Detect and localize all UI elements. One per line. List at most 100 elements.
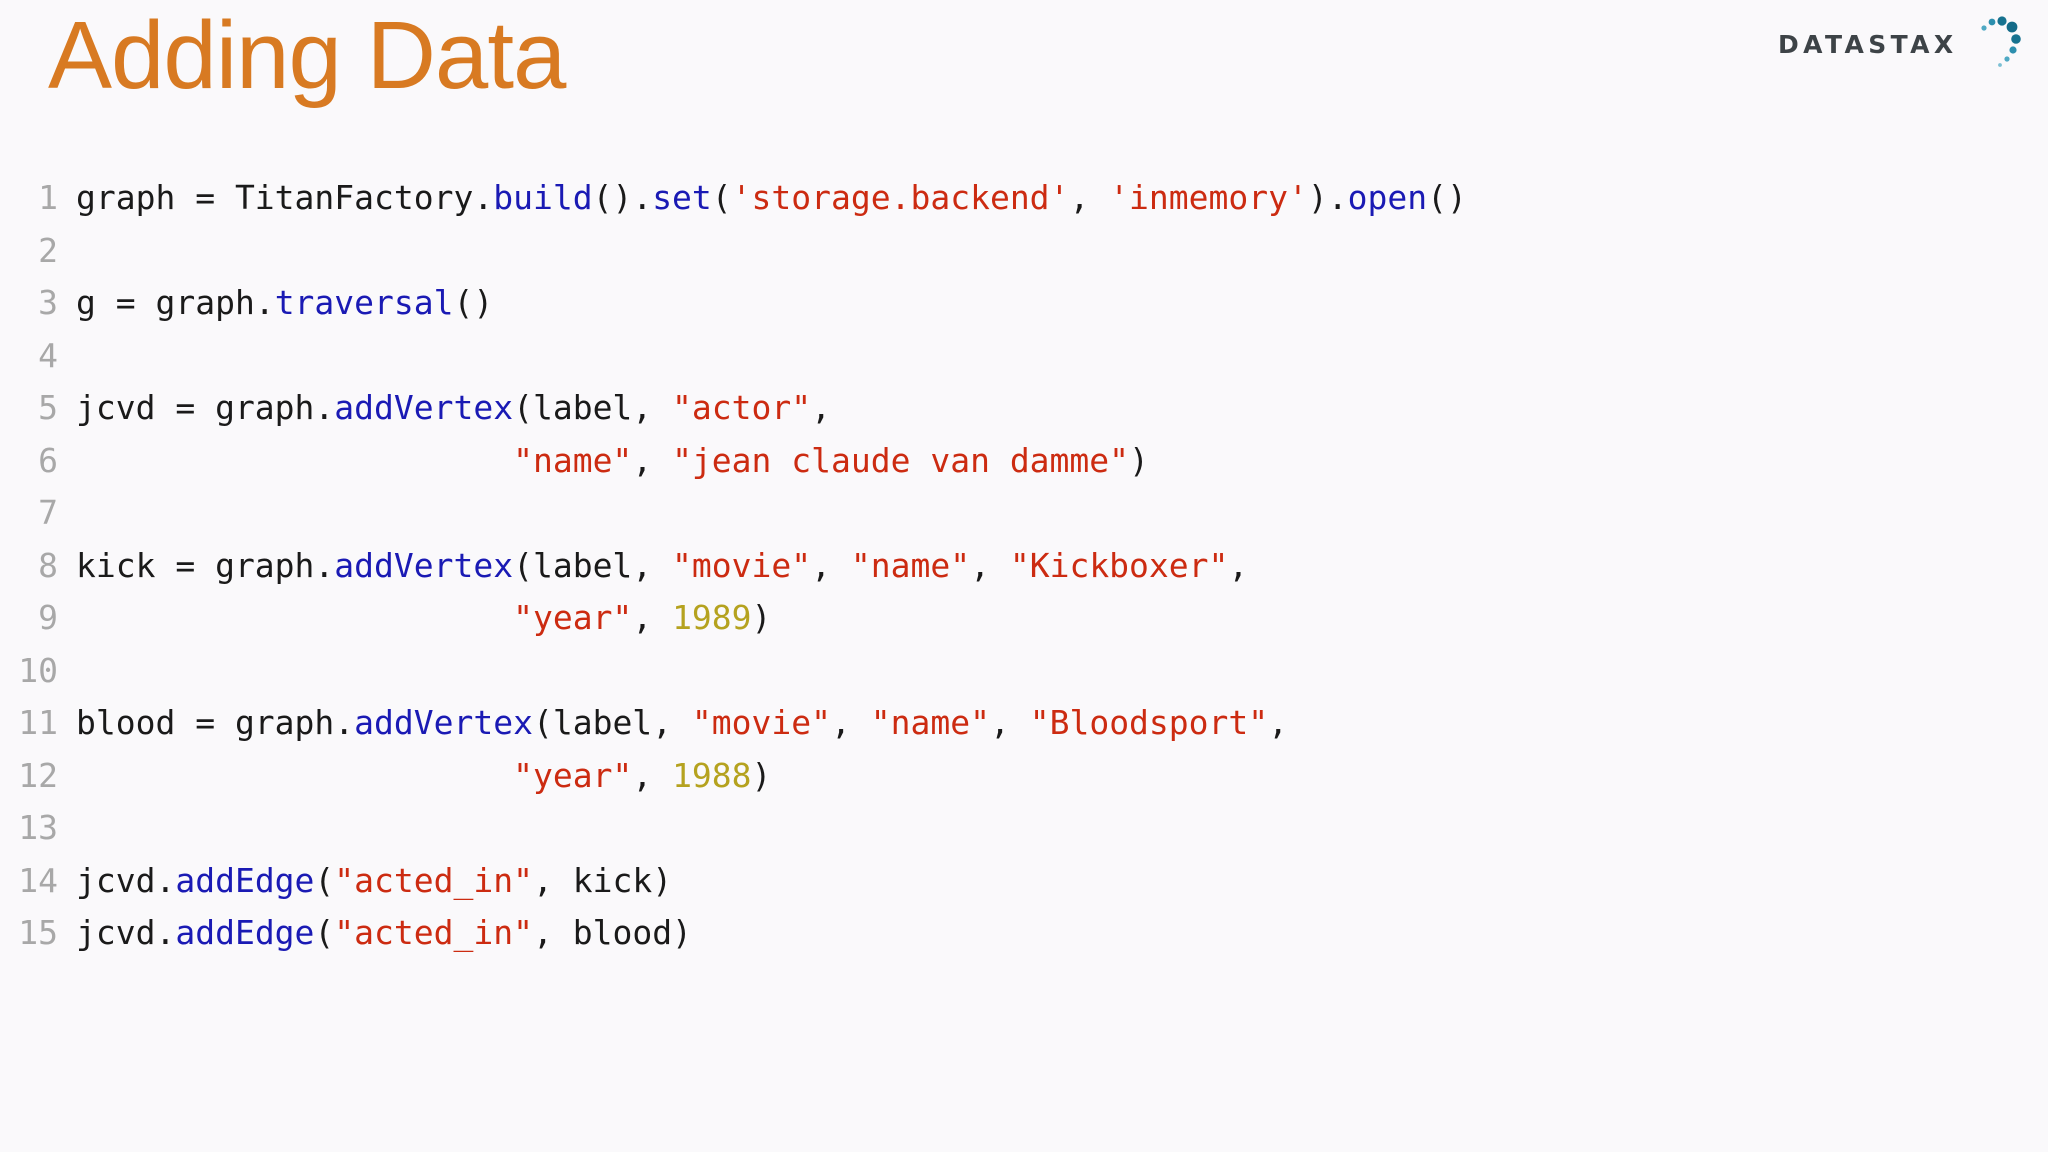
line-number: 9	[38, 598, 58, 637]
code-line-content: g = graph.traversal()	[58, 277, 2048, 330]
code-line: 6 "name", "jean claude van damme")	[0, 435, 2048, 488]
code-token-plain: )	[1129, 440, 1149, 480]
page-title: Adding Data	[48, 2, 566, 109]
code-token-plain: (	[314, 860, 335, 900]
line-number: 7	[38, 493, 58, 532]
line-number: 2	[38, 230, 58, 270]
code-line: 9 "year", 1989)	[0, 592, 2048, 645]
code-line-content: kick = graph.addVertex(label, "movie", "…	[58, 540, 2048, 593]
code-token-plain: , kick)	[532, 860, 673, 900]
code-token-string: "name"	[850, 545, 971, 585]
code-line-content: jcvd = graph.addVertex(label, "actor",	[58, 382, 2048, 435]
code-token-method: addVertex	[334, 545, 514, 585]
code-line: 10	[0, 645, 2048, 698]
line-number: 11	[18, 703, 58, 742]
code-token-plain: ()	[1427, 178, 1467, 217]
datastax-dots-icon	[1981, 16, 2021, 67]
code-token-string: "actor"	[672, 388, 812, 427]
code-line-content: jcvd.addEdge("acted_in", kick)	[58, 855, 2048, 908]
line-number: 6	[38, 440, 58, 480]
code-token-plain: jcvd.	[76, 913, 176, 952]
code-token-plain: ,	[632, 440, 673, 480]
code-token-string: 'inmemory'	[1109, 178, 1308, 217]
code-token-number: 1989	[672, 598, 752, 637]
code-token-method: addVertex	[354, 703, 533, 742]
code-token-string: "movie"	[691, 703, 831, 742]
code-token-plain: ,	[632, 598, 673, 637]
code-token-plain: ,	[989, 703, 1030, 742]
code-token-plain	[76, 598, 513, 637]
line-number: 5	[38, 388, 58, 427]
datastax-logo: DATASTAX	[1778, 14, 2022, 70]
code-token-plain: blood = graph.	[76, 703, 355, 742]
code-token-string: "acted_in"	[334, 913, 533, 952]
code-token-plain: ,	[632, 755, 673, 795]
line-number: 12	[18, 755, 58, 795]
code-token-plain	[76, 441, 513, 480]
code-token-plain: (	[314, 913, 335, 952]
code-token-string: "Bloodsport"	[1029, 703, 1269, 742]
code-token-string: "acted_in"	[334, 860, 533, 900]
code-token-method: set	[652, 178, 712, 217]
line-number: 15	[18, 913, 58, 952]
code-token-plain: g = graph.	[76, 283, 275, 322]
code-token-method: open	[1347, 178, 1428, 217]
code-token-plain: kick = graph.	[76, 545, 335, 585]
code-token-plain: graph = TitanFactory.	[76, 178, 494, 217]
code-token-plain	[76, 756, 513, 795]
code-line: 2	[0, 225, 2048, 278]
code-token-string: "name"	[513, 440, 633, 480]
code-line: 12 "year", 1988)	[0, 750, 2048, 803]
line-number: 14	[18, 860, 58, 900]
code-line-content: "year", 1989)	[58, 592, 2048, 645]
datastax-wordmark: DATASTAX	[1778, 30, 1958, 59]
code-token-plain: (	[711, 178, 732, 217]
line-number: 1	[38, 178, 58, 217]
code-line: 7	[0, 487, 2048, 540]
code-token-plain: (label,	[513, 388, 673, 427]
code-token-plain: jcvd = graph.	[76, 388, 335, 427]
code-token-plain: ,	[811, 388, 831, 427]
code-line-content: graph = TitanFactory.build().set('storag…	[58, 172, 2048, 225]
code-token-method: addVertex	[334, 388, 514, 427]
slide-header: Adding Data DATASTAX	[0, 0, 2048, 140]
code-token-plain: ,	[1069, 178, 1110, 217]
code-token-string: "jean claude van damme"	[672, 440, 1130, 480]
code-line-content: "year", 1988)	[58, 750, 2048, 803]
line-number: 3	[38, 283, 58, 322]
code-token-plain: ()	[453, 283, 494, 322]
code-token-plain: , blood)	[532, 913, 692, 952]
line-number: 13	[18, 808, 58, 847]
code-token-string: "movie"	[672, 545, 812, 585]
code-token-string: "year"	[513, 755, 633, 795]
code-line-content: blood = graph.addVertex(label, "movie", …	[58, 697, 2048, 750]
code-token-plain: ,	[1228, 545, 1249, 585]
line-number: 10	[18, 650, 58, 690]
line-number: 4	[38, 335, 58, 375]
code-token-string: 'storage.backend'	[731, 178, 1070, 217]
code-token-plain: ).	[1307, 178, 1348, 217]
code-token-plain: (label,	[532, 703, 692, 742]
code-token-number: 1988	[672, 755, 752, 795]
code-line: 4	[0, 330, 2048, 383]
code-token-plain: ().	[592, 178, 653, 217]
code-token-method: addEdge	[175, 860, 315, 900]
code-token-plain: (label,	[513, 545, 673, 585]
code-token-method: build	[493, 178, 593, 217]
code-token-plain: ,	[1268, 703, 1289, 742]
code-token-method: traversal	[274, 283, 454, 322]
code-token-string: "name"	[870, 703, 990, 742]
code-token-plain: ,	[831, 703, 871, 742]
code-line-content: jcvd.addEdge("acted_in", blood)	[58, 907, 2048, 960]
code-token-plain: ,	[811, 545, 851, 585]
code-token-plain: jcvd.	[76, 860, 176, 900]
code-token-plain: ,	[970, 545, 1010, 585]
